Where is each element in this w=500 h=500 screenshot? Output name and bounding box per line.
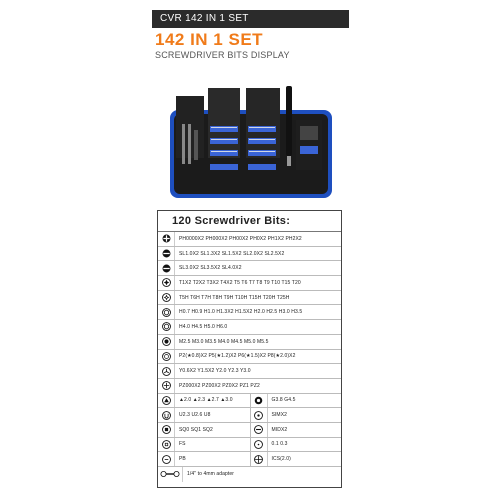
triangle-icon [158,393,175,408]
bit-sizes-text: P2(★0.8)X2 P5(★1.2)X2 P6(★1.5)X2 P8(★2.0… [179,353,296,360]
table-cell: SIMX2 [249,408,342,422]
table-cell: SL1.0X2 SL1.3X2 SL1.5X2 SL2.0X2 SL2.5X2 [158,246,341,261]
mid-icon [251,422,268,437]
table-cell: G3.8 G4.5 [249,393,342,408]
table-cell: H4.0 H4.5 H5.0 H6.0 [158,320,341,334]
product-image [170,86,332,198]
table-row: H4.0 H4.5 H5.0 H6.0 [158,320,341,335]
slotted-icon [158,261,175,276]
table-cell: 0.1 0.3 [249,437,342,452]
table-row: PZ000X2 PZ00X2 PZ0X2 PZ1 PZ2 [158,378,341,394]
table-cell: Y0.6X2 Y1.5X2 Y2.0 Y2.3 Y3.0 [158,364,341,378]
bit-sizes-text: ▲2.0 ▲2.3 ▲2.7 ▲3.0 [179,397,233,404]
table-cell: SL3.0X2 SL3.5X2 SL4.0X2 [158,261,341,276]
table-cell: T1X2 T2X2 T3X2 T4X2 T5 T6 T7 T8 T9 T10 T… [158,276,341,290]
bit-sizes-text: U2.3 U2.6 U8 [179,412,211,419]
table-row: T1X2 T2X2 T3X2 T4X2 T5 T6 T7 T8 T9 T10 T… [158,276,341,291]
gear-icon [251,393,268,408]
bit-sizes-text: 0.1 0.3 [271,441,288,448]
bit-sizes-text: ICS(2.0) [271,456,291,463]
table-cell: U2.3 U2.6 U8 [158,408,250,422]
socket-icon [158,334,175,349]
bit-sizes-text: T1X2 T2X2 T3X2 T4X2 T5 T6 T7 T8 T9 T10 T… [179,279,301,286]
bit-sizes-text: SIMX2 [271,412,288,419]
bit-sizes-text: PH0000X2 PH000X2 PH00X2 PH0X2 PH1X2 PH2X… [179,235,302,242]
page-title: 142 IN 1 SET [155,30,264,49]
table-row: SQ0 SQ1 SQ2 MIDX2 [158,422,342,438]
u-shape-icon [158,408,175,422]
phillips-icon [158,232,175,246]
bit-sizes-text: PB [179,456,186,463]
bit-sizes-text: MIDX2 [271,426,288,433]
table-row: T5H T6H T7H T8H T9H T10H T15H T20H T25H [158,290,341,306]
bit-sizes-text: 1/4" to 4mm adapter [187,471,235,478]
table-cell: MIDX2 [249,422,342,437]
bit-sizes-text: G3.8 G4.5 [271,397,296,404]
table-cell: ▲2.0 ▲2.3 ▲2.7 ▲3.0 [158,393,250,408]
bit-sizes-text: H4.0 H4.5 H5.0 H6.0 [179,323,228,330]
table-cell: FS [158,437,250,452]
table-row: PH0000X2 PH000X2 PH00X2 PH0X2 PH1X2 PH2X… [158,232,341,247]
table-row: H0.7 H0.9 H1.0 H1.3X2 H1.5X2 H2.0 H2.5 H… [158,305,341,321]
slotted-icon [158,246,175,261]
table-row: PB ICS(2.0) [158,452,341,467]
bit-sizes-text: SQ0 SQ1 SQ2 [179,426,213,433]
bit-sizes-text: M2.5 M3.0 M3.5 M4.0 M4.5 M5.0 M5.5 [179,338,269,345]
sim-icon [251,408,268,422]
pb-icon [158,452,175,466]
pentalobe-icon [158,349,175,364]
table-row: FS 0.1 0.3 [158,437,342,453]
bit-sizes-text: FS [179,441,186,448]
table-cell: H0.7 H0.9 H1.0 H1.3X2 H1.5X2 H2.0 H2.5 H… [158,305,341,320]
bit-sizes-text: PZ000X2 PZ00X2 PZ0X2 PZ1 PZ2 [179,382,260,389]
adapter-icon [158,467,183,482]
bit-sizes-text: SL1.0X2 SL1.3X2 SL1.5X2 SL2.0X2 SL2.5X2 [179,250,285,257]
table-cell: 1/4" to 4mm adapter [158,467,341,482]
table-row: U2.3 U2.6 U8 SIMX2 [158,408,341,423]
bit-sizes-text: H0.7 H0.9 H1.0 H1.3X2 H1.5X2 H2.0 H2.5 H… [179,309,303,316]
dot-icon [251,437,268,452]
table-cell: PH0000X2 PH000X2 PH00X2 PH0X2 PH1X2 PH2X… [158,232,341,246]
table-row: Y0.6X2 Y1.5X2 Y2.0 Y2.3 Y3.0 [158,364,341,379]
bit-sizes-text: Y0.6X2 Y1.5X2 Y2.0 Y2.3 Y3.0 [179,368,251,375]
torx-icon [158,276,175,290]
table-row: P2(★0.8)X2 P5(★1.2)X2 P6(★1.5)X2 P8(★2.0… [158,349,341,365]
table-row: SL3.0X2 SL3.5X2 SL4.0X2 [158,261,341,277]
square-icon [158,422,175,437]
table-body: PH0000X2 PH000X2 PH00X2 PH0X2 PH1X2 PH2X… [158,232,341,482]
table-row: ▲2.0 ▲2.3 ▲2.7 ▲3.0 G3.8 G4.5 [158,393,342,409]
table-title: 120 Screwdriver Bits: [158,211,341,232]
table-cell: P2(★0.8)X2 P5(★1.2)X2 P6(★1.5)X2 P8(★2.0… [158,349,341,364]
page-subtitle: SCREWDRIVER BITS DISPLAY [155,50,290,60]
table-cell: PZ000X2 PZ00X2 PZ0X2 PZ1 PZ2 [158,378,341,393]
brand-bar: CVR 142 IN 1 SET [152,10,349,28]
table-cell: M2.5 M3.0 M3.5 M4.0 M4.5 M5.0 M5.5 [158,334,341,349]
table-row: 1/4" to 4mm adapter [158,467,341,482]
pozidriv-icon [158,378,175,393]
hex-icon [158,320,175,334]
torx-security-icon [158,290,175,305]
bits-table: 120 Screwdriver Bits: PH0000X2 PH000X2 P… [157,210,342,488]
table-cell: T5H T6H T7H T8H T9H T10H T15H T20H T25H [158,290,341,305]
ics-icon [251,452,268,466]
table-cell: PB [158,452,250,466]
hex-icon [158,305,175,320]
tri-wing-icon [158,364,175,378]
table-row: M2.5 M3.0 M3.5 M4.0 M4.5 M5.0 M5.5 [158,334,341,350]
table-cell: SQ0 SQ1 SQ2 [158,422,250,437]
fs-icon [158,437,175,452]
bit-sizes-text: T5H T6H T7H T8H T9H T10H T15H T20H T25H [179,294,290,301]
bit-sizes-text: SL3.0X2 SL3.5X2 SL4.0X2 [179,265,242,272]
table-row: SL1.0X2 SL1.3X2 SL1.5X2 SL2.0X2 SL2.5X2 [158,246,341,262]
table-cell: ICS(2.0) [249,452,342,466]
